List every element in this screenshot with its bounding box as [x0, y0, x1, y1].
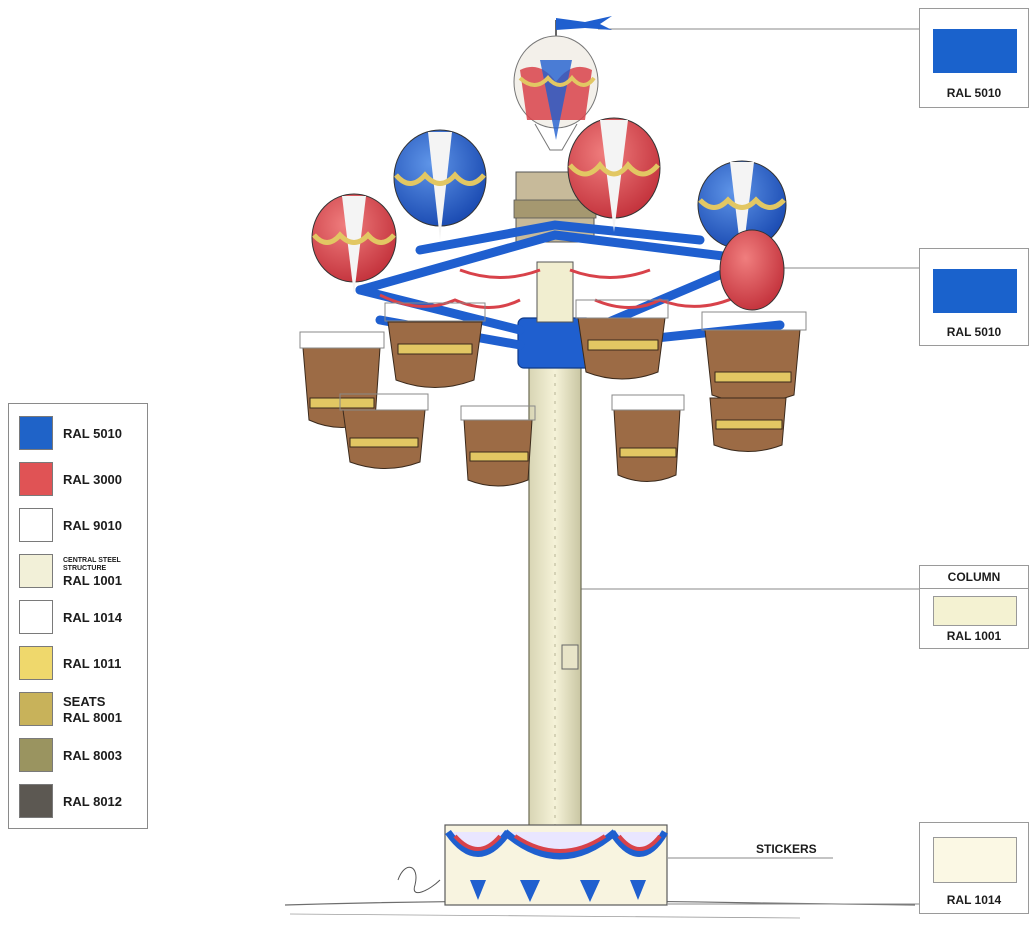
- legend-swatch: [19, 416, 53, 450]
- legend-note: CENTRAL STEEL STRUCTURE: [63, 557, 121, 572]
- legend-swatch: [19, 738, 53, 772]
- gondola: [342, 409, 426, 469]
- callout-heading: COLUMN: [947, 570, 1001, 584]
- legend-item: RAL 9010: [19, 508, 145, 544]
- gondola: [704, 329, 801, 403]
- legend-note: SEATS: [63, 694, 106, 709]
- stickers-label: STICKERS: [756, 842, 817, 856]
- gondola: [709, 397, 787, 452]
- legend-item: RAL 8003: [19, 738, 145, 774]
- legend-item: SEATS RAL 8001: [19, 692, 145, 728]
- callout-flag: RAL 5010: [919, 8, 1029, 108]
- legend-label: RAL 8001: [63, 710, 123, 725]
- callout-swatch: [933, 29, 1017, 73]
- legend-label: RAL 8012: [63, 794, 123, 809]
- legend-item: RAL 3000: [19, 462, 145, 498]
- gondola: [613, 409, 681, 482]
- callout-swatch: [933, 596, 1017, 626]
- legend-item: RAL 1014: [19, 600, 145, 636]
- legend-label: RAL 8003: [63, 748, 123, 763]
- legend-item: RAL 8012: [19, 784, 145, 820]
- legend-swatch: [19, 784, 53, 818]
- legend-label: RAL 1014: [63, 610, 123, 625]
- gondola: [577, 317, 666, 380]
- callout-swatch: [933, 269, 1017, 313]
- callout-code: RAL 1001: [946, 629, 1002, 643]
- callout-code: RAL 1014: [946, 893, 1002, 907]
- gondola: [387, 321, 483, 388]
- legend-label: RAL 5010: [63, 426, 123, 441]
- legend-item: CENTRAL STEEL STRUCTURE RAL 1001: [19, 554, 145, 590]
- callout-base: RAL 1014: [919, 822, 1029, 914]
- callout-divider: [920, 588, 1028, 589]
- callout-frame: RAL 5010: [919, 248, 1029, 346]
- legend-swatch: [19, 646, 53, 680]
- legend-label: RAL 9010: [63, 518, 123, 533]
- legend-label: RAL 1001: [63, 573, 123, 588]
- balloon-right-rear: [719, 229, 785, 311]
- legend-item: RAL 1011: [19, 646, 145, 682]
- balloon-left: [311, 193, 397, 295]
- legend-label: RAL 1011: [63, 656, 122, 671]
- balloon-upper-right: [697, 160, 787, 262]
- legend-swatch: [19, 508, 53, 542]
- balloon-upper-center: [567, 117, 661, 232]
- legend-swatch: [19, 554, 53, 588]
- legend-swatch: [19, 600, 53, 634]
- callout-column: COLUMN RAL 1001: [919, 565, 1029, 649]
- legend-swatch: [19, 692, 53, 726]
- legend-item: RAL 5010: [19, 416, 145, 452]
- legend-swatch: [19, 462, 53, 496]
- legend-label: RAL 3000: [63, 472, 123, 487]
- balloon-upper-left: [393, 129, 487, 240]
- callout-code: RAL 5010: [946, 325, 1002, 339]
- color-legend: RAL 5010 RAL 3000 RAL 9010 CENTRAL STEEL…: [8, 403, 148, 829]
- callout-swatch: [933, 837, 1017, 883]
- base-bunting: [445, 829, 669, 902]
- gondola: [463, 419, 533, 487]
- top-balloon: [513, 16, 612, 151]
- callout-code: RAL 5010: [946, 86, 1002, 100]
